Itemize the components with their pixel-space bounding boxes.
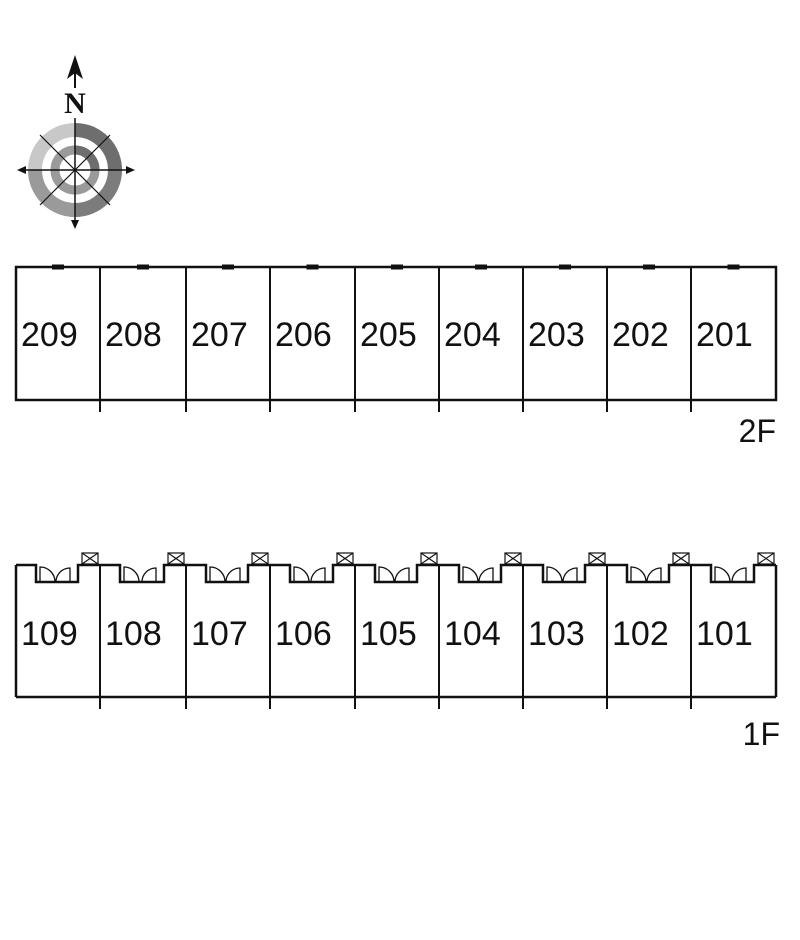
entrance-recess xyxy=(100,552,186,584)
door-swing-icon xyxy=(630,566,647,583)
door-swing-icon xyxy=(39,566,56,583)
compass-rose-icon: N xyxy=(17,55,135,229)
unit-number-205: 205 xyxy=(360,316,417,354)
entrance-recess xyxy=(523,552,607,584)
door-swing-icon xyxy=(141,567,157,583)
unit-number-207: 207 xyxy=(191,316,248,354)
entrance-recess xyxy=(16,552,100,584)
entrance-recess xyxy=(270,552,355,584)
unit-number-208: 208 xyxy=(105,316,162,354)
unit-number-201: 201 xyxy=(696,316,753,354)
unit-number-108: 108 xyxy=(105,615,162,653)
unit-number-107: 107 xyxy=(191,615,248,653)
unit-number-204: 204 xyxy=(444,316,501,354)
door-swing-icon xyxy=(714,566,731,583)
door-swing-icon xyxy=(209,566,226,583)
door-swing-icon xyxy=(310,567,326,583)
door-swing-icon xyxy=(123,566,140,583)
unit-number-109: 109 xyxy=(21,615,78,653)
door-swing-icon xyxy=(378,566,395,583)
compass-north-label: N xyxy=(64,87,86,120)
entrance-recess xyxy=(186,552,270,584)
unit-number-104: 104 xyxy=(444,615,501,653)
entrance-recess xyxy=(355,552,439,584)
door-swing-icon xyxy=(394,567,410,583)
unit-number-206: 206 xyxy=(275,316,332,354)
floor-2f-plan: 209 208 207 206 205 204 203 202 201 xyxy=(14,264,778,412)
floor-1f-plan: 109 108 107 106 105 104 103 102 101 xyxy=(14,552,778,709)
door-swing-icon xyxy=(731,567,747,583)
unit-number-103: 103 xyxy=(528,615,585,653)
entrance-recess xyxy=(439,552,523,584)
unit-number-101: 101 xyxy=(696,615,753,653)
door-swing-icon xyxy=(646,567,662,583)
unit-number-106: 106 xyxy=(275,615,332,653)
unit-number-202: 202 xyxy=(612,316,669,354)
entrance-recess xyxy=(607,552,691,584)
unit-number-102: 102 xyxy=(612,615,669,653)
floor-label-2f: 2F xyxy=(739,413,776,449)
door-swing-icon xyxy=(225,567,241,583)
door-swing-icon xyxy=(462,566,479,583)
door-swing-icon xyxy=(546,566,563,583)
door-swing-icon xyxy=(55,567,71,583)
door-swing-icon xyxy=(478,567,494,583)
unit-number-203: 203 xyxy=(528,316,585,354)
unit-number-105: 105 xyxy=(360,615,417,653)
door-swing-icon xyxy=(562,567,578,583)
floor-label-1f: 1F xyxy=(743,716,780,752)
entrance-recess xyxy=(691,552,776,584)
unit-number-209: 209 xyxy=(21,316,78,354)
door-swing-icon xyxy=(293,566,310,583)
